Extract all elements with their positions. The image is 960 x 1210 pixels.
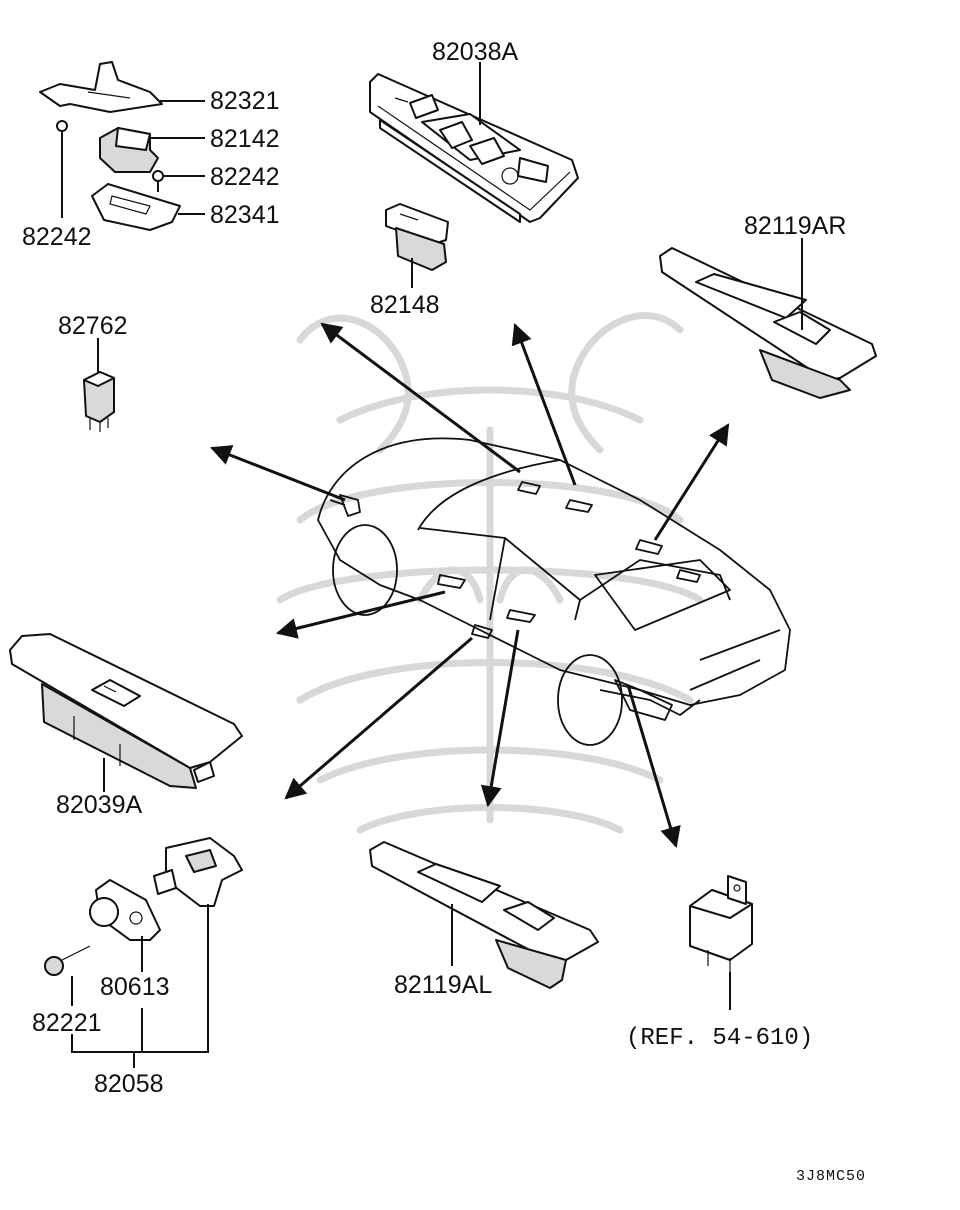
- label-82221: 82221: [32, 1009, 102, 1037]
- arrow-to-82119AL: [480, 629, 520, 808]
- arrow-to-82038A: [320, 322, 521, 474]
- part-82039A-switch: [9, 633, 243, 789]
- label-82762: 82762: [58, 312, 128, 340]
- arrow-to-82058: [284, 636, 473, 800]
- drawing-code: 3J8MC50: [796, 1168, 866, 1185]
- label-82148: 82148: [370, 291, 440, 319]
- part-80613-cap: [89, 879, 161, 941]
- label-80613: 80613: [100, 973, 170, 1001]
- part-relay-ref: [689, 875, 753, 972]
- label-82119AR: 82119AR: [744, 212, 846, 240]
- part-82142-switch: [99, 127, 159, 173]
- part-82221-screw: [44, 945, 91, 976]
- part-82119AL-switch: [369, 841, 599, 989]
- part-82242-screw-right: [152, 170, 164, 192]
- part-82321-bracket: [39, 61, 163, 113]
- part-82341-cover: [91, 183, 181, 231]
- label-82039A: 82039A: [56, 791, 143, 819]
- arrow-to-82762: [210, 445, 346, 502]
- car-body: [317, 437, 791, 746]
- label-82341: 82341: [210, 201, 280, 229]
- label-82242-left: 82242: [22, 223, 92, 251]
- label-82058: 82058: [94, 1070, 164, 1098]
- arrow-to-relay: [626, 684, 681, 849]
- part-82119AR-switch: [659, 247, 877, 399]
- label-82321: 82321: [210, 87, 280, 115]
- arrow-to-82119AR: [653, 423, 730, 541]
- part-82762-relay: [83, 371, 115, 432]
- label-82142: 82142: [210, 125, 280, 153]
- label-82119AL: 82119AL: [394, 971, 492, 999]
- part-82038A-switch: [369, 73, 579, 223]
- part-82058-door-switch: [153, 837, 243, 907]
- part-82148-switch: [385, 203, 449, 271]
- arrow-to-82039A: [275, 590, 446, 639]
- bracket-82058: [71, 904, 209, 1053]
- watermark-emblem: [276, 312, 704, 834]
- leader-arrows: [210, 322, 730, 849]
- label-82038A: 82038A: [432, 38, 519, 66]
- label-82242-right: 82242: [210, 163, 280, 191]
- arrow-to-82148: [511, 323, 577, 486]
- part-82242-screw-left: [56, 120, 68, 146]
- label-reference: (REF. 54-610): [626, 1025, 813, 1052]
